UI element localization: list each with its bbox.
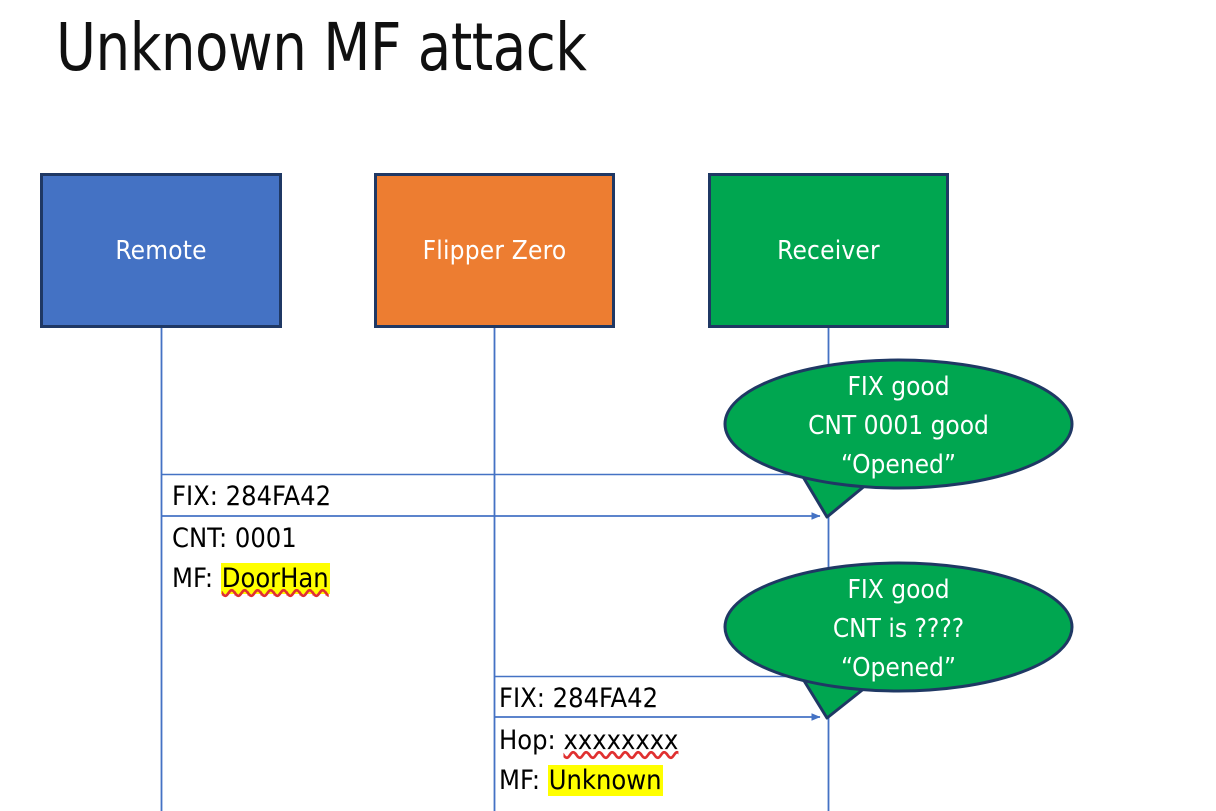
page-title: Unknown MF attack [56,9,587,86]
message-2-fix-text: FIX: 284FA42 [499,683,659,714]
callout-2-line-2: CNT is ???? [832,614,965,644]
callout-2-body [723,561,1074,693]
message-1-mf-prefix: MF: [172,563,221,594]
callout-2-line-1: FIX good [847,575,950,605]
message-1-mf-value: DoorHan [220,563,330,594]
actor-box-remote[interactable]: Remote [40,173,282,328]
actor-label-receiver: Receiver [777,235,880,266]
message-2-mf-prefix: MF: [499,765,548,796]
message-2-mf-line: MF: Unknown [499,761,678,801]
callout-1-line-1: FIX good [847,372,950,402]
message-1-cnt-prefix: CNT: [172,523,235,554]
actor-label-flipper: Flipper Zero [422,235,567,266]
callout-1-line-3: “Opened” [840,450,957,480]
callout-1-line-2: CNT 0001 good [808,411,989,441]
message-2-details: Hop: xxxxxxxx MF: Unknown [499,721,678,801]
message-1-fix-label: FIX: 284FA42 [172,477,331,517]
actor-box-receiver[interactable]: Receiver [708,173,949,328]
message-1-cnt-value: 0001 [234,523,297,554]
callout-2-text: FIX good CNT is ???? “Opened” [725,571,1072,688]
callout-1-body [723,358,1074,490]
callout-1-text: FIX good CNT 0001 good “Opened” [725,368,1072,485]
message-1-mf-line: MF: DoorHan [172,559,330,599]
callout-2-line-3: “Opened” [840,653,957,683]
message-1-details: CNT: 0001 MF: DoorHan [172,519,330,599]
message-2-hop-value: xxxxxxxx [563,725,679,756]
message-2-hop-line: Hop: xxxxxxxx [499,721,678,761]
callout-bubble-2 [723,561,1074,720]
message-1-fix-text: FIX: 284FA42 [172,481,332,512]
message-2-mf-value: Unknown [547,765,663,796]
callout-bubble-1 [723,358,1074,519]
message-2-fix-label: FIX: 284FA42 [499,679,658,719]
actor-label-remote: Remote [115,235,207,266]
message-2-hop-prefix: Hop: [499,725,564,756]
actor-box-flipper[interactable]: Flipper Zero [374,173,615,328]
message-1-cnt-line: CNT: 0001 [172,519,330,559]
